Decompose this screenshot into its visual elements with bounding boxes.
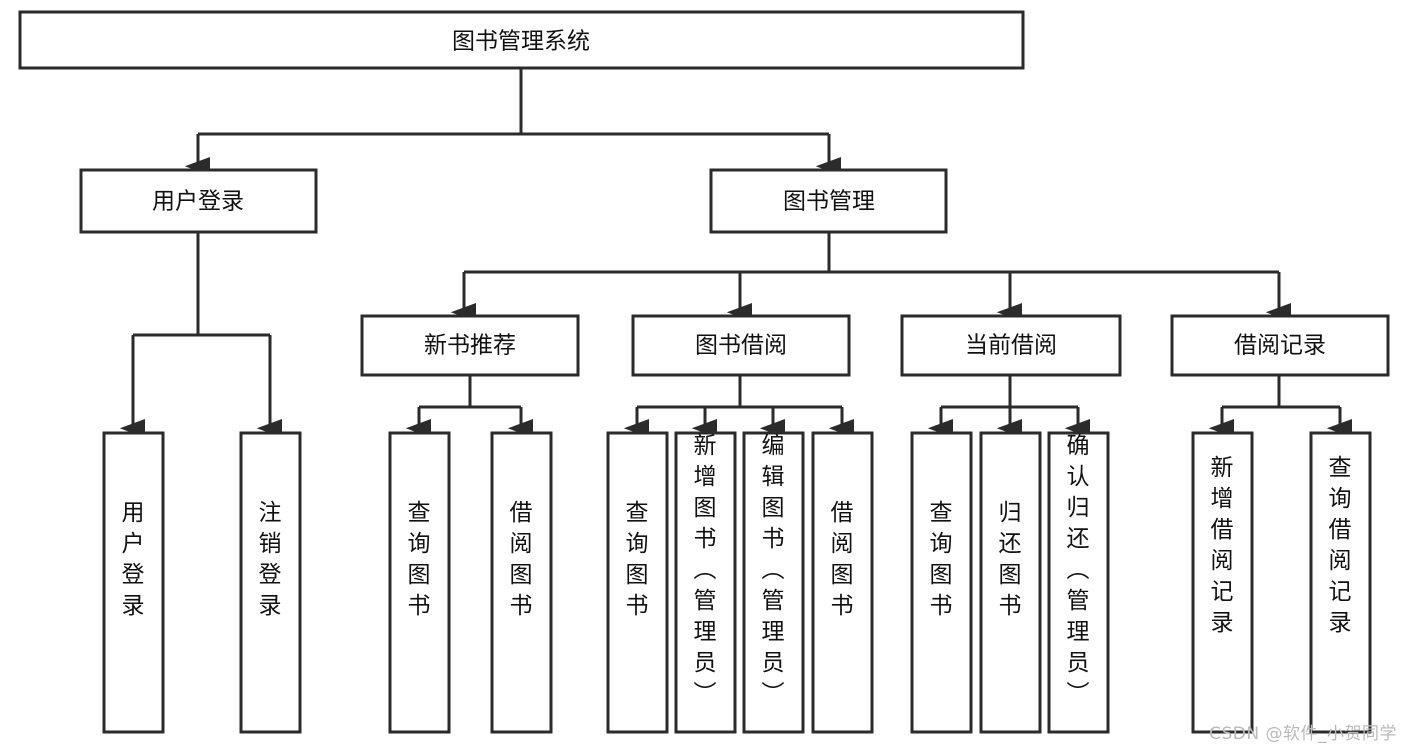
node-new-book-recommend-box[interactable]: [360, 314, 580, 377]
node-leaf-query-book-3-box[interactable]: [910, 431, 973, 734]
node-leaf-add-record-label: 新增借阅记录: [1211, 455, 1234, 636]
node-leaf-edit-book-label: 编辑图书︵管理员︶: [762, 433, 785, 707]
node-book-borrow-box[interactable]: [631, 314, 851, 377]
node-leaf-query-book-1[interactable]: 查询图书: [388, 431, 451, 734]
node-root-box[interactable]: [18, 10, 1025, 70]
node-leaf-query-book-2[interactable]: 查询图书: [606, 431, 669, 734]
node-leaf-borrow-book-1-box[interactable]: [490, 431, 553, 734]
node-current-borrow-box[interactable]: [900, 314, 1122, 377]
node-leaf-add-book[interactable]: 新增图书︵管理员︶: [674, 431, 737, 734]
node-leaf-user-logout-label: 注销登录: [259, 500, 282, 619]
node-leaf-add-book-label: 新增图书︵管理员︶: [694, 433, 717, 707]
node-user-login[interactable]: 用户登录: [79, 168, 318, 234]
node-book-borrow-label: 图书借阅: [695, 333, 787, 359]
node-leaf-user-login-label: 用户登录: [122, 500, 145, 619]
node-current-borrow-label: 当前借阅: [965, 333, 1057, 359]
node-leaf-confirm-return-box[interactable]: [1047, 431, 1110, 734]
node-root[interactable]: 图书管理系统: [18, 10, 1025, 70]
node-leaf-user-login[interactable]: 用户登录: [102, 431, 165, 734]
node-leaf-return-book-box[interactable]: [979, 431, 1042, 734]
node-leaf-return-book-label: 归还图书: [999, 500, 1022, 619]
node-user-login-label: 用户登录: [152, 189, 244, 215]
node-leaf-query-record[interactable]: 查询借阅记录: [1309, 431, 1372, 734]
node-root-label: 图书管理系统: [452, 29, 590, 55]
node-leaf-user-login-box[interactable]: [102, 431, 165, 734]
node-borrow-record[interactable]: 借阅记录: [1170, 314, 1390, 377]
node-borrow-record-box[interactable]: [1170, 314, 1390, 377]
node-leaf-borrow-book-2-label: 借阅图书: [831, 500, 854, 619]
node-book-borrow[interactable]: 图书借阅: [631, 314, 851, 377]
node-leaf-borrow-book-1[interactable]: 借阅图书: [490, 431, 553, 734]
node-book-manage-label: 图书管理: [783, 189, 875, 215]
node-book-manage[interactable]: 图书管理: [709, 168, 948, 234]
node-leaf-query-record-box[interactable]: [1309, 431, 1372, 734]
node-leaf-query-book-3[interactable]: 查询图书: [910, 431, 973, 734]
node-leaf-add-record-box[interactable]: [1191, 431, 1254, 734]
node-leaf-return-book[interactable]: 归还图书: [979, 431, 1042, 734]
node-leaf-user-logout[interactable]: 注销登录: [239, 431, 302, 734]
node-leaf-edit-book[interactable]: 编辑图书︵管理员︶: [742, 431, 805, 734]
node-leaf-query-book-2-box[interactable]: [606, 431, 669, 734]
node-leaf-user-logout-box[interactable]: [239, 431, 302, 734]
node-leaf-borrow-book-1-label: 借阅图书: [510, 500, 533, 619]
node-new-book-recommend[interactable]: 新书推荐: [360, 314, 580, 377]
node-leaf-query-book-1-box[interactable]: [388, 431, 451, 734]
connector-layer: [119, 68, 1352, 438]
node-leaf-borrow-book-2[interactable]: 借阅图书: [811, 431, 874, 734]
node-leaf-confirm-return[interactable]: 确认归还︵管理员︶: [1047, 431, 1110, 734]
node-leaf-query-book-3-label: 查询图书: [930, 500, 953, 619]
node-leaf-confirm-return-label: 确认归还︵管理员︶: [1067, 433, 1090, 707]
node-leaf-edit-book-box[interactable]: [742, 431, 805, 734]
node-leaf-add-record[interactable]: 新增借阅记录: [1191, 431, 1254, 734]
node-book-manage-box[interactable]: [709, 168, 948, 234]
node-leaf-query-record-label: 查询借阅记录: [1329, 455, 1352, 636]
node-leaf-borrow-book-2-box[interactable]: [811, 431, 874, 734]
node-leaf-add-book-box[interactable]: [674, 431, 737, 734]
node-leaf-query-book-2-label: 查询图书: [626, 500, 649, 619]
node-user-login-box[interactable]: [79, 168, 318, 234]
node-leaf-query-book-1-label: 查询图书: [408, 500, 431, 619]
node-current-borrow[interactable]: 当前借阅: [900, 314, 1122, 377]
node-borrow-record-label: 借阅记录: [1234, 333, 1326, 359]
node-new-book-recommend-label: 新书推荐: [424, 333, 516, 359]
